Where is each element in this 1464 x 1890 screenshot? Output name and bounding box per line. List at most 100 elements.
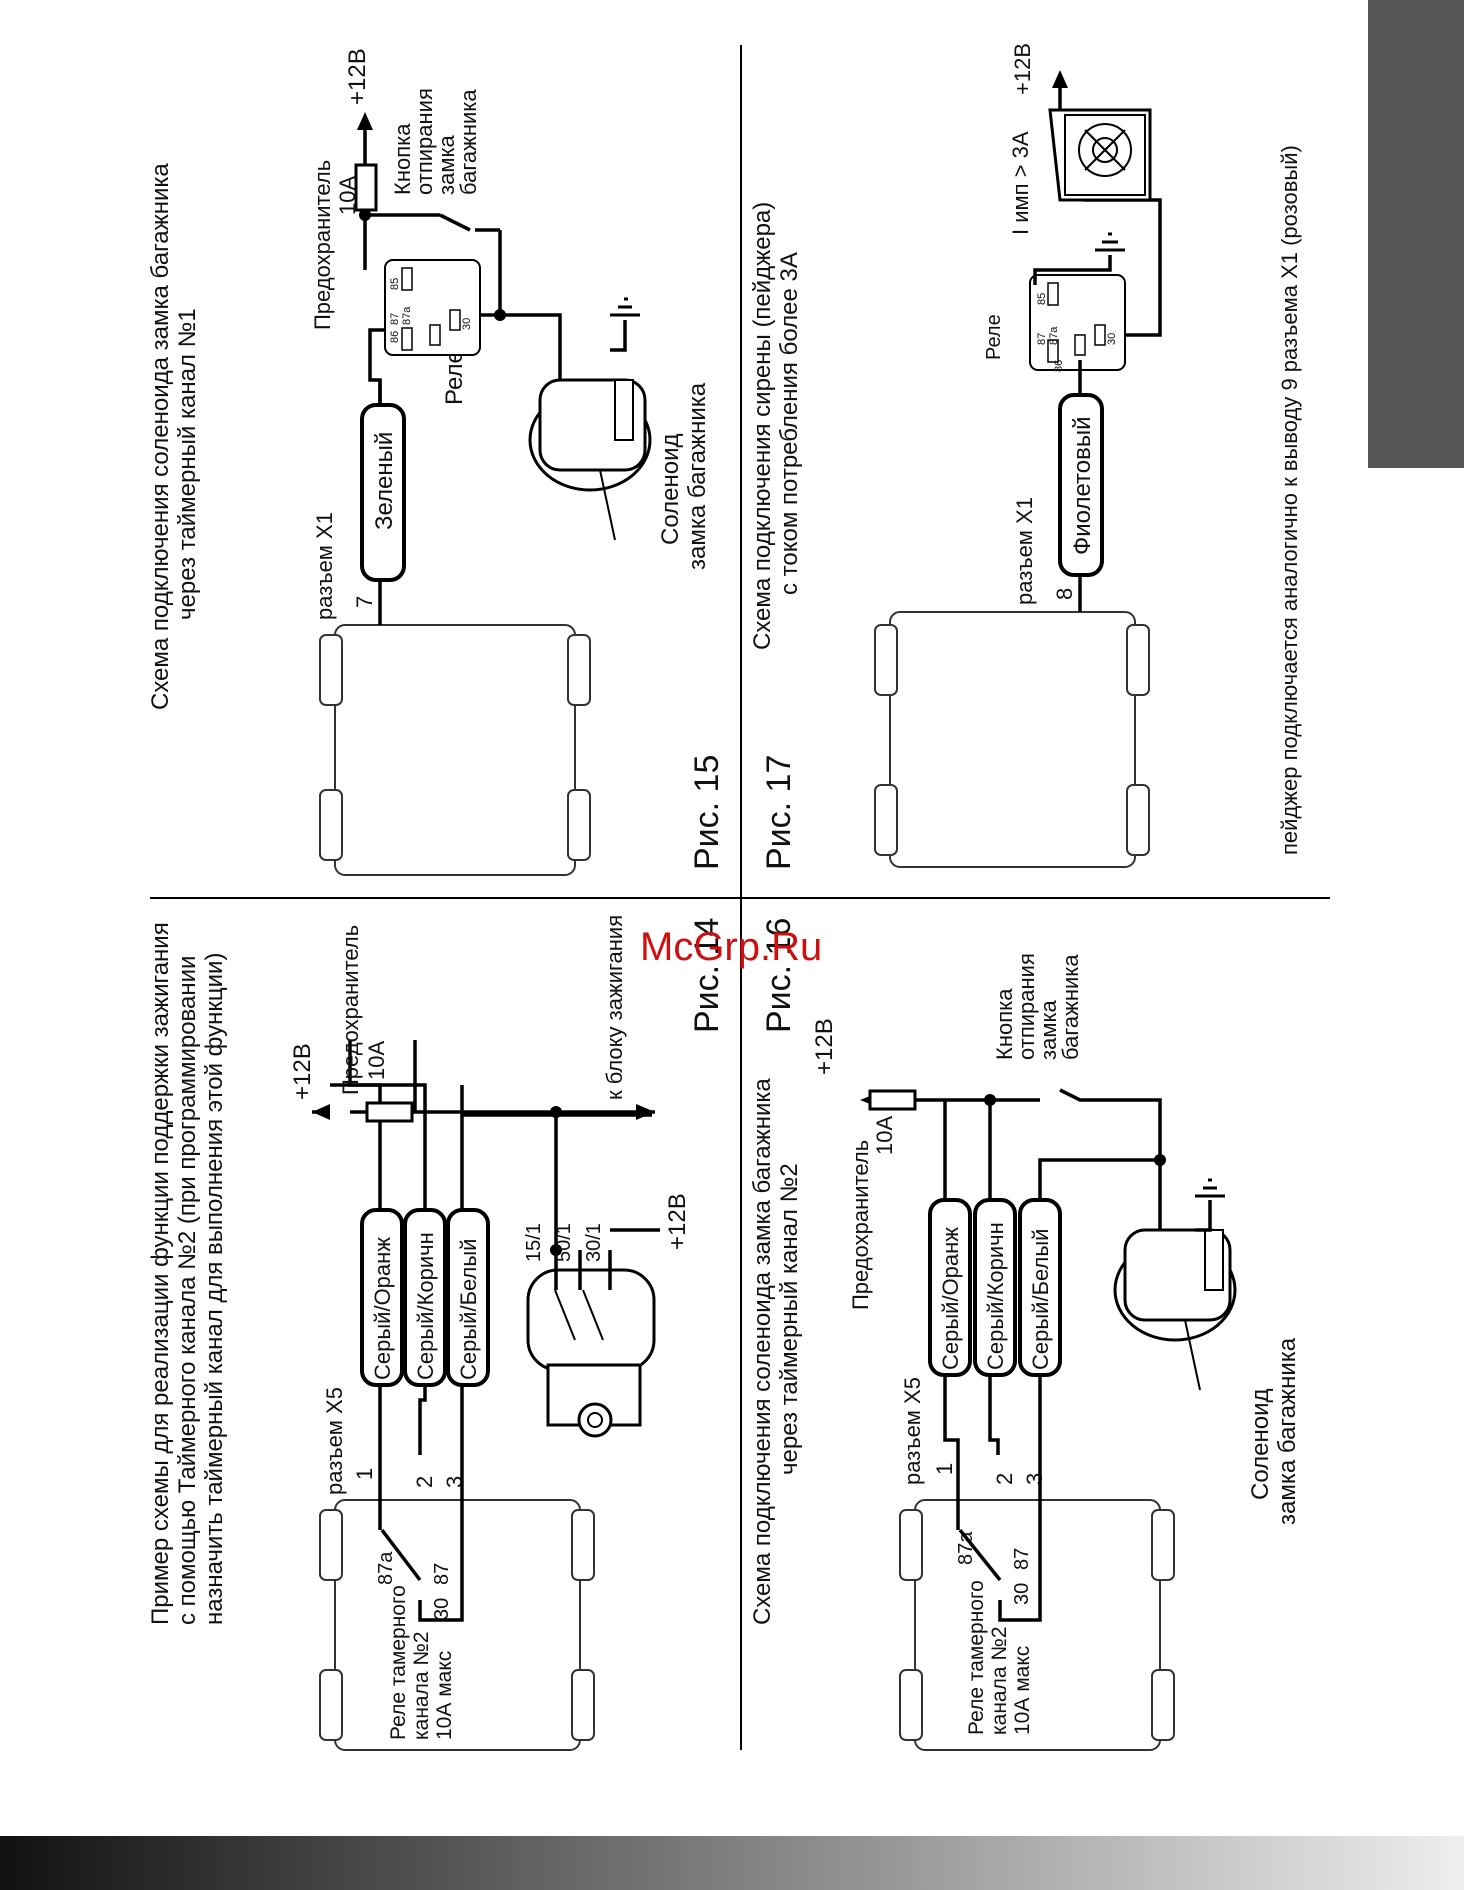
fig15-fuse-label: 10А <box>335 176 360 215</box>
fig14-pin-1: 1 <box>352 1468 377 1480</box>
fig16-pin-2: 2 <box>992 1473 1017 1485</box>
fig15-pin: 7 <box>352 596 377 608</box>
fig14-contact-87a: 87a <box>375 1551 397 1585</box>
fig15-solenoid-line: Соленоид <box>657 433 684 545</box>
fig17-connector-label: разъем X1 <box>1012 497 1037 605</box>
fig16-title-line: Схема подключения соленоида замка багажн… <box>749 1078 776 1625</box>
fig16-solenoid <box>1113 1228 1237 1391</box>
fig15-wire-green: Зеленый <box>360 403 406 582</box>
figure-15: Схема подключения соленоида замка багажн… <box>147 48 726 876</box>
fig16-pin-3: 3 <box>1022 1473 1047 1485</box>
svg-text:85: 85 <box>389 278 401 290</box>
fig16-caption: Рис. 16 <box>760 918 798 1033</box>
fig14-caption: Рис. 14 <box>688 918 726 1033</box>
svg-text:30: 30 <box>1106 333 1118 345</box>
fig15-solenoid-line: замка багажника <box>684 382 711 570</box>
fig15-control-unit <box>319 624 591 876</box>
svg-text:85: 85 <box>1036 293 1048 305</box>
fig15-button-line: Кнопка <box>390 123 415 195</box>
svg-text:86: 86 <box>1053 360 1065 372</box>
fig14-relay-line: Реле тамерного <box>387 1585 410 1740</box>
fig15-connector-label: разъем X1 <box>312 512 337 620</box>
svg-text:Фиолетовый: Фиолетовый <box>1069 416 1096 555</box>
fig16-wire-orange: Серый/Оранж <box>928 1198 972 1377</box>
fig14-control-unit <box>319 1499 595 1751</box>
fig14-relay-line: 10А макс <box>433 1651 456 1740</box>
fig15-title-line: Схема подключения соленоида замка багажн… <box>147 163 174 710</box>
ignition-switch <box>526 1268 656 1438</box>
fig17-current: I имп > 3А <box>1008 131 1033 235</box>
fig15-solenoid <box>528 378 652 541</box>
fig16-relay-line: 10А макс <box>1011 1646 1034 1735</box>
svg-text:86: 86 <box>389 331 401 343</box>
fig15-relay-label: Реле <box>441 350 468 405</box>
fig16-contact-87: 87 <box>1011 1548 1033 1570</box>
fig14-terminal-15: 15/1 <box>523 1223 545 1262</box>
svg-text:87a: 87a <box>401 306 413 325</box>
svg-text:Серый/Белый: Серый/Белый <box>1028 1229 1053 1370</box>
fig16-relay-line: канала №2 <box>988 1626 1011 1735</box>
fig16-fuse-label: Предохранитель <box>848 1140 873 1310</box>
fig16-button-line: багажника <box>1058 954 1083 1060</box>
fig14-ignition-label: к блоку зажигания <box>602 915 627 1100</box>
fig14-relay-line: канала №2 <box>410 1631 433 1740</box>
watermark: McGrp.Ru <box>640 925 822 969</box>
fig14-ignition-plus12: +12В <box>664 1193 691 1250</box>
svg-text:Зеленый: Зеленый <box>371 432 398 530</box>
fig17-relay: 86 87 87a 85 30 <box>1029 274 1126 372</box>
fig14-title: Пример схемы для реализации функции подд… <box>147 922 228 1625</box>
fig15-relay: 86 87 87a 85 30 <box>384 259 481 356</box>
fig15-button-line: замка <box>434 134 459 195</box>
fig16-button-line: Кнопка <box>992 988 1017 1060</box>
fig16-solenoid-line: замка багажника <box>1274 1337 1301 1525</box>
fig14-contact-30: 30 <box>431 1598 453 1620</box>
fig16-relay-line: Реле тамерного <box>965 1580 988 1735</box>
fig17-relay-label: Реле <box>983 314 1005 360</box>
figure-17: Схема подключения сирены (пейджера) с то… <box>749 43 1302 870</box>
fig14-fuse <box>365 1101 414 1123</box>
fig17-plus12: +12В <box>1010 43 1035 95</box>
fig16-contact-30: 30 <box>1011 1583 1033 1605</box>
fig15-button-line: багажника <box>456 89 481 195</box>
fig14-contact-87: 87 <box>431 1563 453 1585</box>
fig15-caption: Рис. 15 <box>688 755 726 870</box>
svg-text:Серый/Белый: Серый/Белый <box>456 1239 481 1380</box>
fig16-button-line: замка <box>1036 999 1061 1060</box>
fig15-button-line: отпирания <box>412 88 437 195</box>
fig14-fuse-label: Предохранитель <box>338 925 363 1095</box>
bottom-gradient-bar <box>0 1836 1464 1890</box>
fig15-title-line: через таймерный канал №1 <box>174 308 201 620</box>
fig14-title-line: назначить таймерный канал для выполнения… <box>201 953 228 1625</box>
fig16-pin-1: 1 <box>932 1463 957 1475</box>
fig17-wire-violet: Фиолетовый <box>1058 393 1104 577</box>
svg-text:87: 87 <box>1036 333 1048 345</box>
fig17-footnote: пейджер подключается аналогично к выводу… <box>1277 145 1302 855</box>
side-tab <box>1368 0 1464 468</box>
svg-text:87: 87 <box>389 313 401 325</box>
fig14-wire-white: Серый/Белый <box>446 1208 490 1387</box>
fig14-plus12: +12В <box>289 1043 316 1100</box>
svg-text:Серый/Оранж: Серый/Оранж <box>370 1237 395 1380</box>
fig16-title-line: через таймерный канал №2 <box>776 1163 803 1475</box>
fig14-wire-brown: Серый/Коричн <box>403 1208 447 1387</box>
fig14-title-line: Пример схемы для реализации функции подд… <box>147 922 174 1625</box>
fig17-caption: Рис. 17 <box>760 755 798 870</box>
svg-text:30: 30 <box>461 318 473 330</box>
svg-text:Серый/Коричн: Серый/Коричн <box>983 1222 1008 1370</box>
figure-16: Рис. 16 Схема подключения соленоида замк… <box>749 918 1301 1751</box>
fig16-button-line: отпирания <box>1014 953 1039 1060</box>
fig16-wire-white: Серый/Белый <box>1018 1198 1062 1377</box>
figure-14: Пример схемы для реализации функции подд… <box>147 915 726 1751</box>
fig14-connector-label: разъем X5 <box>322 1387 347 1495</box>
fig17-control-unit <box>874 611 1150 868</box>
fig14-terminal-50: 50/1 <box>553 1223 575 1262</box>
fig16-control-unit <box>899 1499 1175 1751</box>
fig14-wire-orange: Серый/Оранж <box>360 1208 404 1387</box>
fig16-solenoid-line: Соленоид <box>1247 1388 1274 1500</box>
fig15-plus12: +12В <box>344 48 371 105</box>
fig17-title-line: с током потребления более 3А <box>776 252 803 595</box>
fig16-fuse <box>868 1089 917 1111</box>
siren <box>1048 108 1152 202</box>
fig14-fuse-label: 10А <box>364 1041 389 1080</box>
